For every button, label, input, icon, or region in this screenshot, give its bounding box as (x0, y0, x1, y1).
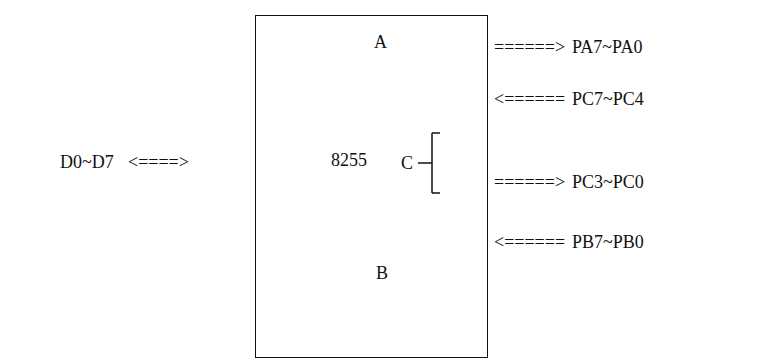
port-name: A (374, 33, 387, 53)
text-arrow: ======> (494, 38, 565, 58)
port-name: B (376, 264, 388, 284)
bus-name: D0~D7 (60, 153, 114, 173)
pin-name: PC7~PC4 (572, 90, 644, 110)
chip-name: 8255 (331, 151, 367, 171)
text-arrow: ======> (494, 173, 565, 193)
bracket-lines (418, 133, 440, 193)
port-name: C (401, 154, 413, 174)
pin-name: PB7~PB0 (572, 233, 644, 253)
pin-name: PC3~PC0 (572, 173, 644, 193)
pin-name: PA7~PA0 (572, 38, 642, 58)
text-arrow: <====== (494, 90, 565, 110)
text-arrow: <====> (128, 153, 189, 173)
text-arrow: <====== (494, 233, 565, 253)
chip-box: A 8255 C B (255, 15, 488, 358)
